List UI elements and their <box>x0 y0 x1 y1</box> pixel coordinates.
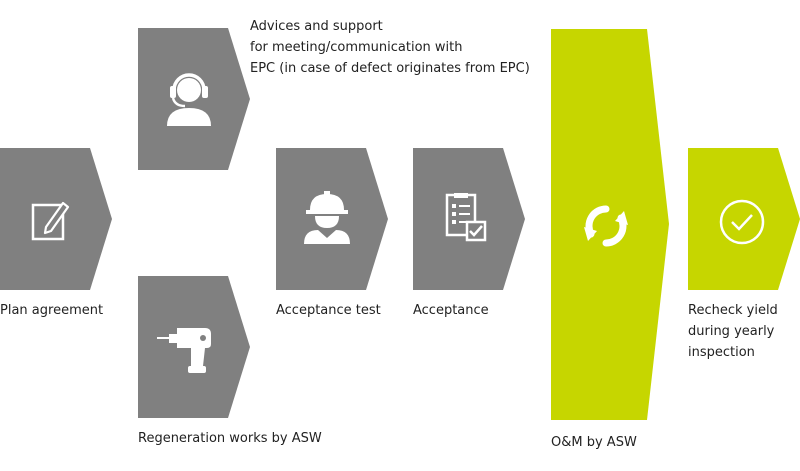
checklist-clipboard-icon <box>445 193 487 242</box>
step-om-shape <box>551 29 669 420</box>
step-recheck-label-line-2: during yearly <box>688 324 775 339</box>
step-advice-label-line-1: Advices and support <box>250 19 383 34</box>
step-recheck-shape <box>688 148 800 290</box>
check-circle-icon <box>719 199 765 245</box>
headset-person-icon <box>167 73 211 126</box>
step-regeneration-label: Regeneration works by ASW <box>138 431 322 446</box>
step-om-label: O&M by ASW <box>551 435 637 450</box>
step-plan-label: Plan agreement <box>0 303 104 318</box>
step-acceptance-label: Acceptance <box>413 303 489 318</box>
step-recheck-label-line-3: inspection <box>688 345 755 360</box>
worker-hardhat-icon <box>304 191 350 244</box>
step-recheck-label-line-1: Recheck yield <box>688 303 778 318</box>
step-acceptance-test-label: Acceptance test <box>276 303 381 318</box>
circular-arrows-icon <box>584 205 628 247</box>
power-drill-icon <box>157 328 211 373</box>
step-advice-label-line-2: for meeting/communication with <box>250 40 463 55</box>
step-advice-label-line-3: EPC (in case of defect originates from E… <box>250 61 530 76</box>
step-acceptance-shape <box>413 148 525 290</box>
pencil-note-icon <box>31 201 70 241</box>
